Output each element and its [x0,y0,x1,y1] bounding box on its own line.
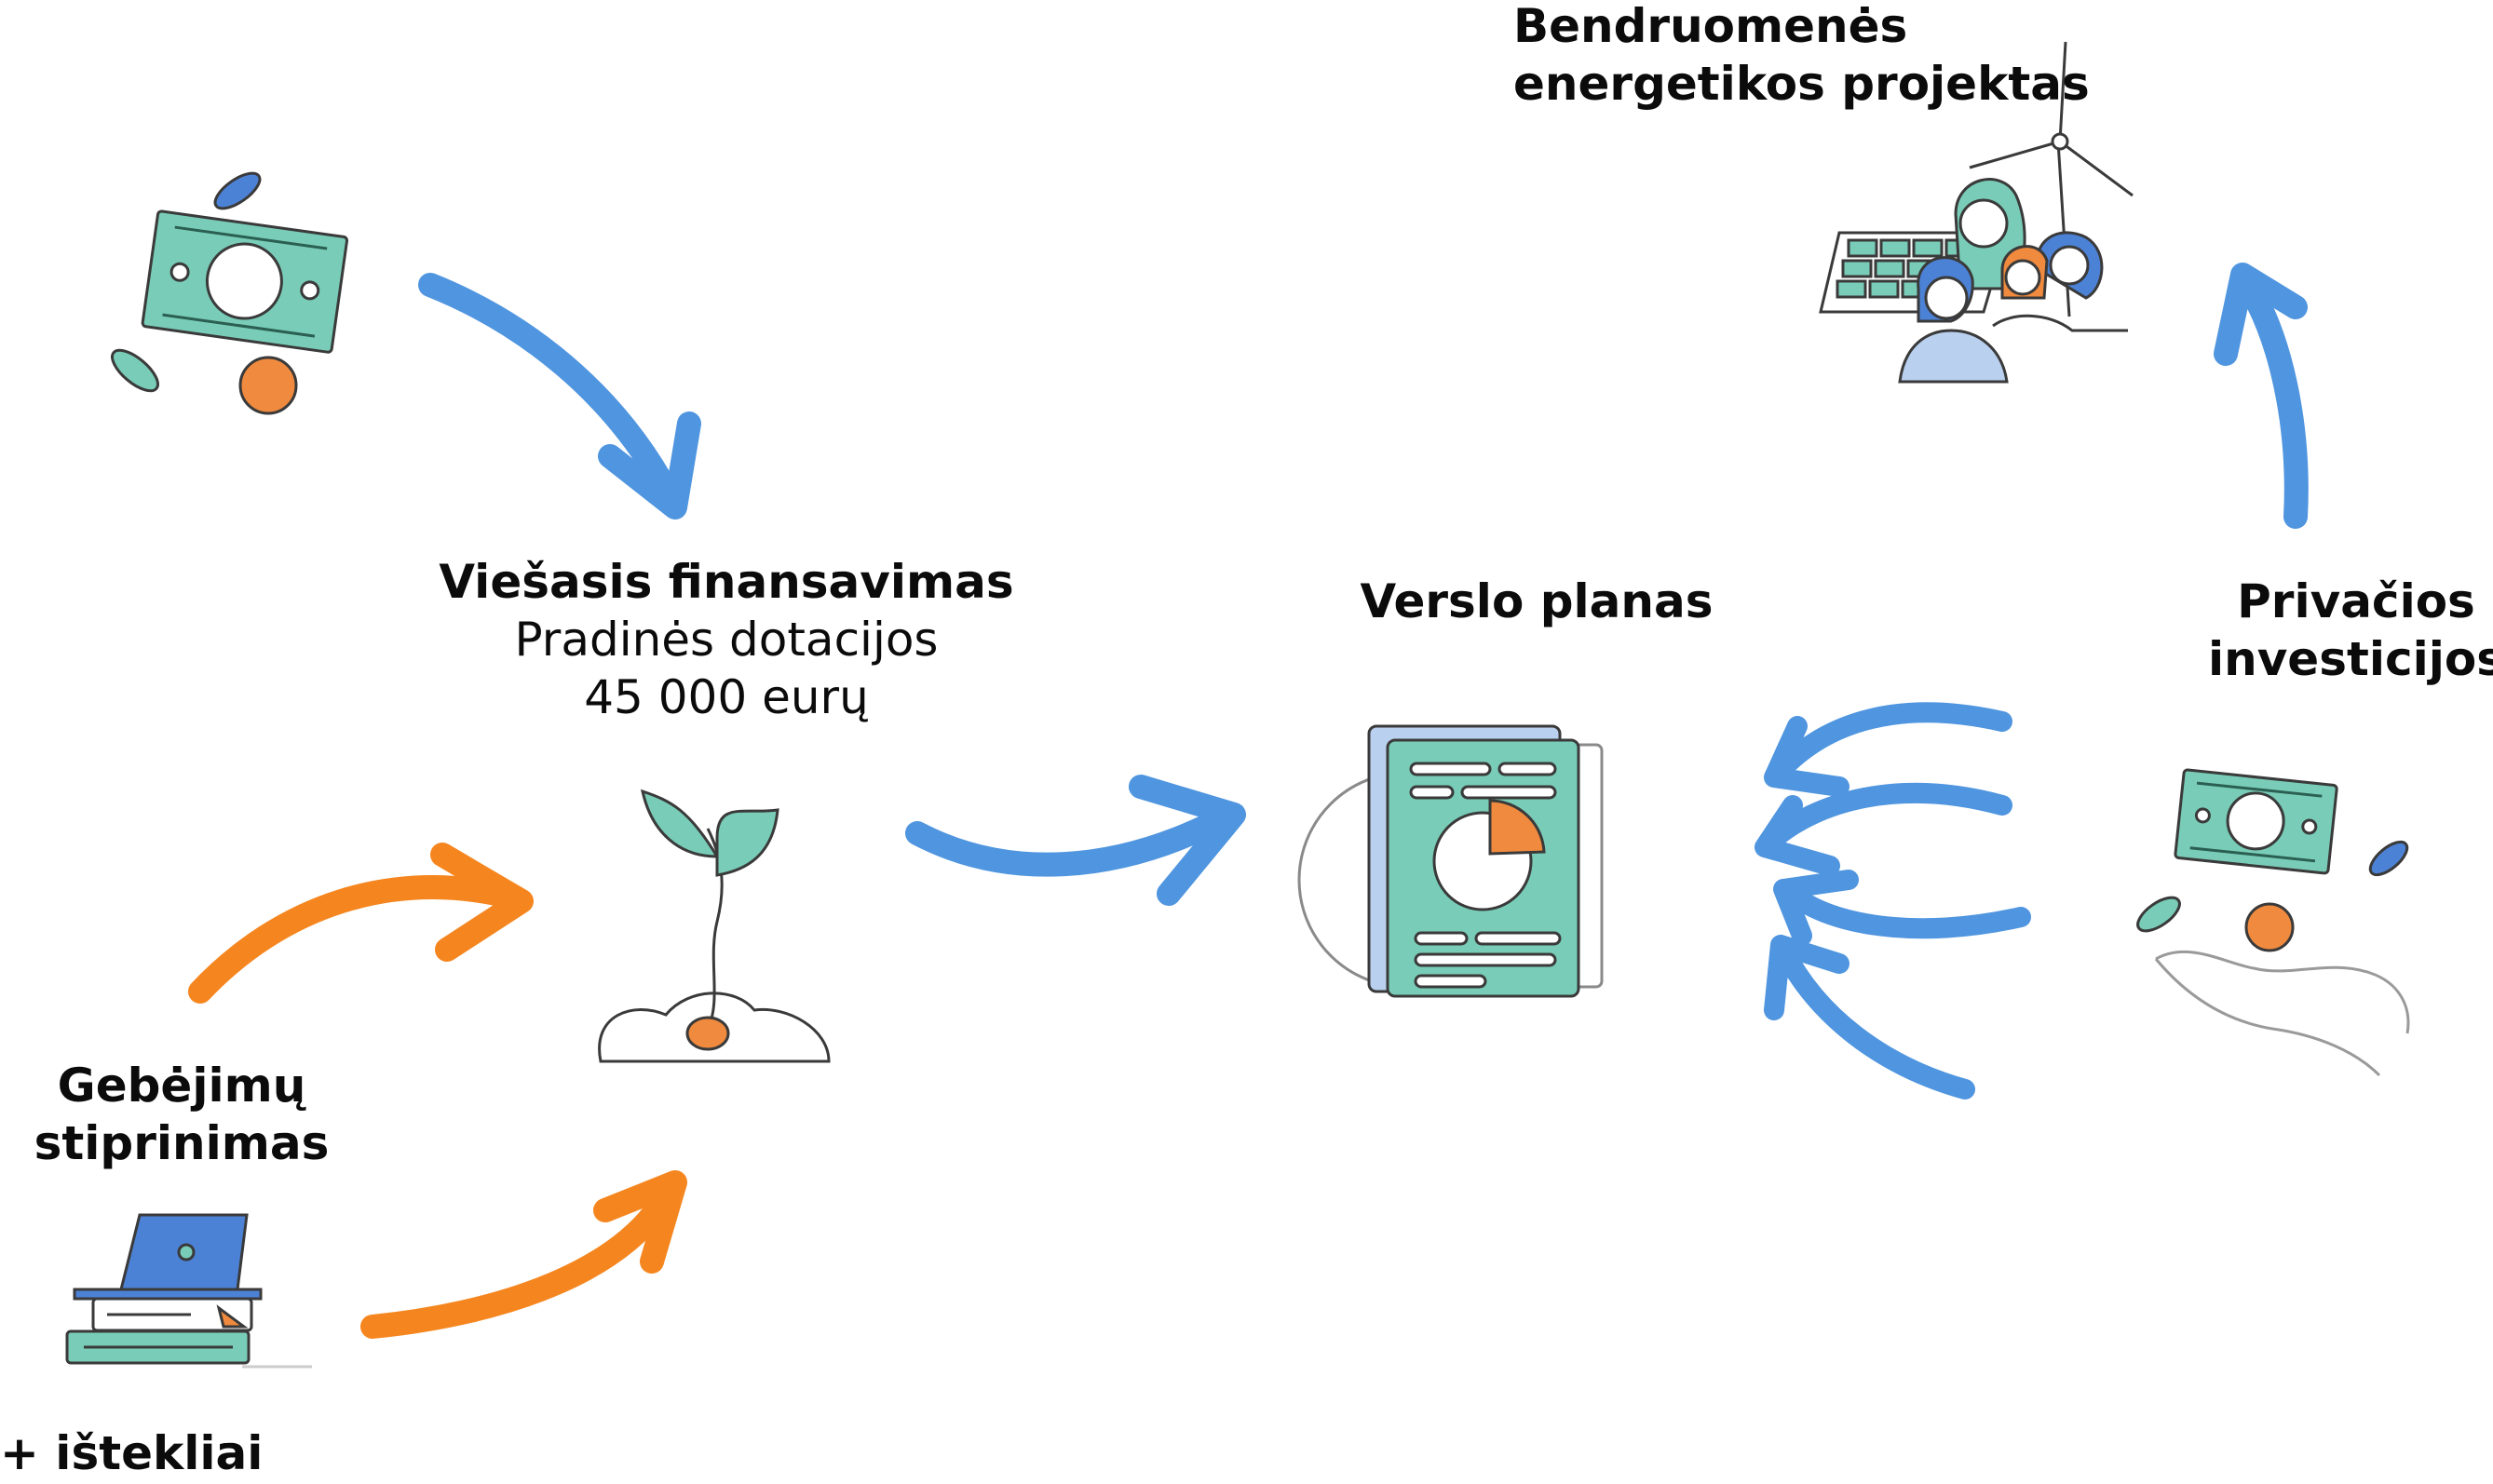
private-investment-line1: Privačios [2237,574,2475,628]
business-plan-icon [1297,724,1604,998]
public-funding-title: Viešasis finansavimas [439,555,1014,609]
private-investment-line2: investicijos [2207,632,2493,686]
hand-money-icon [2136,768,2410,1077]
wind-turbine-icon [1969,41,2134,317]
money-icon [111,171,349,415]
business-plan-label: Verslo planas [1360,574,1714,628]
arrow-capacity-to-seedling [188,843,534,1004]
private-investment-label: Privačios investicijos [2188,573,2493,688]
public-funding-label: Viešasis finansavimas Pradinės dotacijos… [419,553,1034,726]
seedling-icon [598,789,831,1063]
people-icon [1898,178,2128,384]
arrow-funding-to-plan [905,775,1246,906]
community-project-label: Bendruomenės energetikos projektas [1513,0,2090,113]
capacity-building-label: Gebėjimų stiprinimas [0,1057,363,1172]
arrow-resources-to-seedling [360,1170,687,1339]
arrow-money-to-funding [418,273,701,519]
laptop-books-icon [65,1213,312,1369]
arrows-investment-to-plan [1755,702,2031,1100]
capacity-building-line1: Gebėjimų [57,1059,306,1113]
arrow-investment-to-project [2214,263,2309,529]
public-funding-subtitle: Pradinės dotacijos [514,613,939,667]
community-energy-icon [1819,41,2134,384]
resources-label: + ištekliai [0,1426,264,1480]
community-project-line1: Bendruomenės [1513,0,1908,53]
capacity-building-line2: stiprinimas [34,1116,330,1170]
public-funding-amount: 45 000 eurų [584,670,869,724]
community-project-line2: energetikos projektas [1513,57,2090,111]
